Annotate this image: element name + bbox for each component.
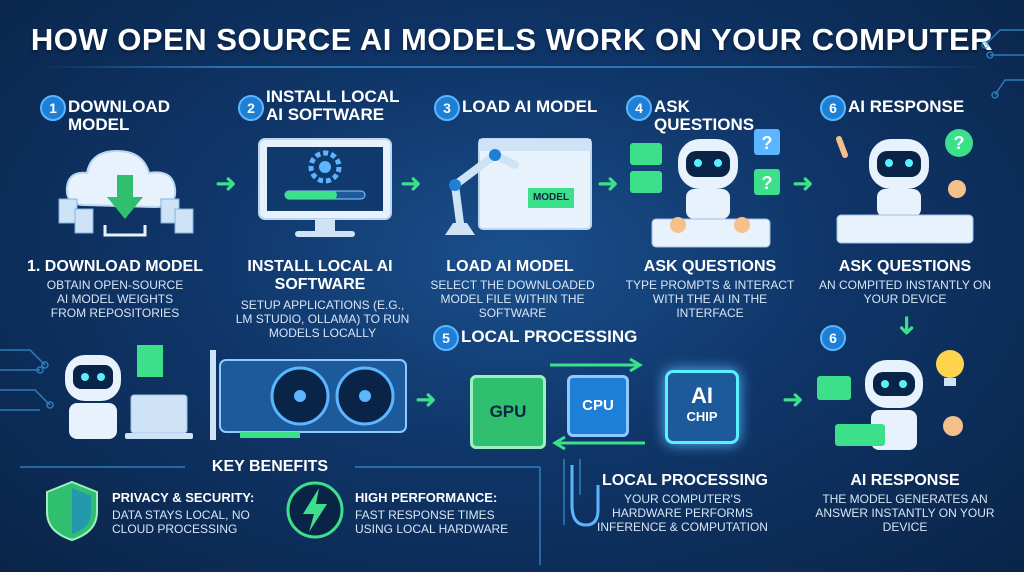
processing-number: 5 [433,325,459,351]
circuit-left-decoration [0,349,54,411]
arrow-4-6: ➜ [792,168,814,198]
cpu-chip: CPU [567,375,629,437]
model-file-label: MODEL [528,188,574,208]
circuit-right-decoration [981,29,1024,99]
robot-response-icon: ? [836,129,974,244]
step-3-description: SELECT THE DOWNLOADED MODEL FILE WITHIN … [430,278,595,320]
benefit-2-title: HIGH PERFORMANCE: [355,490,498,505]
step-6-caption: ASK QUESTIONS [838,258,972,275]
gpu-chip: GPU [470,375,546,449]
step-2-heading: INSTALL LOCAL AI SOFTWARE [266,87,400,124]
step-4-heading: ASK QUESTIONS [654,97,755,134]
title-divider [40,66,984,68]
step-3-heading: LOAD AI MODEL [462,97,598,116]
arrow-processing-response: ➜ [782,384,804,414]
benefit-1-title: PRIVACY & SECURITY: [112,490,255,505]
step-3-number: 3 [434,95,460,121]
step-4-description: TYPE PROMPTS & INTERACT WITH THE AI IN T… [625,278,795,320]
processing-heading: LOCAL PROCESSING [461,327,638,346]
processing-description: YOUR COMPUTER'S HARDWARE PERFORMS INFERE… [597,492,768,534]
step-6-description: AN COMPITED INSTANTLY ON YOUR DEVICE [818,278,992,306]
monitor-settings-icon [258,138,392,237]
step-1-heading: DOWNLOAD MODEL [68,97,170,134]
step-1-caption: 1. DOWNLOAD MODEL [27,258,203,275]
step-1-description: OBTAIN OPEN-SOURCE AI MODEL WEIGHTS FROM… [46,278,184,320]
step-3-caption: LOAD AI MODEL [446,258,574,275]
benefits-frame [20,466,541,565]
robot-typing-icon: ? ? [630,129,780,248]
arrow-down-response: ➜ [892,314,923,337]
arrow-2-3: ➜ [400,168,422,198]
data-flow-arrows [550,357,645,451]
svg-text:?: ? [762,173,773,193]
ai-chip-label-bottom: CHIP [686,409,718,424]
svg-text:?: ? [762,133,773,153]
step-2-description: SETUP APPLICATIONS (e.g., LM STUDIO, OLL… [235,298,410,340]
step-4-caption: ASK QUESTIONS [643,258,777,275]
shield-icon [46,480,98,542]
ai-chip-label-top: AI [691,383,713,408]
benefits-title: KEY BENEFITS [211,458,329,475]
step-1-number: 1 [40,95,66,121]
arrow-1-2: ➜ [215,168,237,198]
step-4-number: 4 [626,95,652,121]
processing-caption: LOCAL PROCESSING [602,472,768,489]
arrow-gpu-processing: ➜ [415,384,437,414]
hand-touch-icon [563,459,600,527]
step-6-number: 6 [820,95,846,121]
arrow-3-4: ➜ [597,168,619,198]
benefit-2-description: FAST RESPONSE TIMES USING LOCAL HARDWARE [355,508,509,536]
ai-chip: AI CHIP [665,370,739,444]
lightning-icon [286,481,344,539]
response-description: THE MODEL GENERATES AN ANSWER INSTANTLY … [815,492,995,534]
robot-laptop-icon [65,345,193,439]
cloud-download-icon [58,149,194,237]
step-2-caption: INSTALL LOCAL AI SOFTWARE [247,258,393,293]
gpu-card-icon [210,350,407,440]
step-6-heading: AI RESPONSE [848,97,965,116]
response-number: 6 [820,325,846,351]
response-caption: AI RESPONSE [850,472,960,489]
svg-text:?: ? [954,133,965,153]
page-title: HOW OPEN SOURCE AI MODELS WORK ON YOUR C… [30,22,994,57]
step-2-number: 2 [238,95,264,121]
robot-answer-icon [817,350,964,450]
benefit-1-description: DATA STAYS LOCAL, NO CLOUD PROCESSING [112,508,250,536]
